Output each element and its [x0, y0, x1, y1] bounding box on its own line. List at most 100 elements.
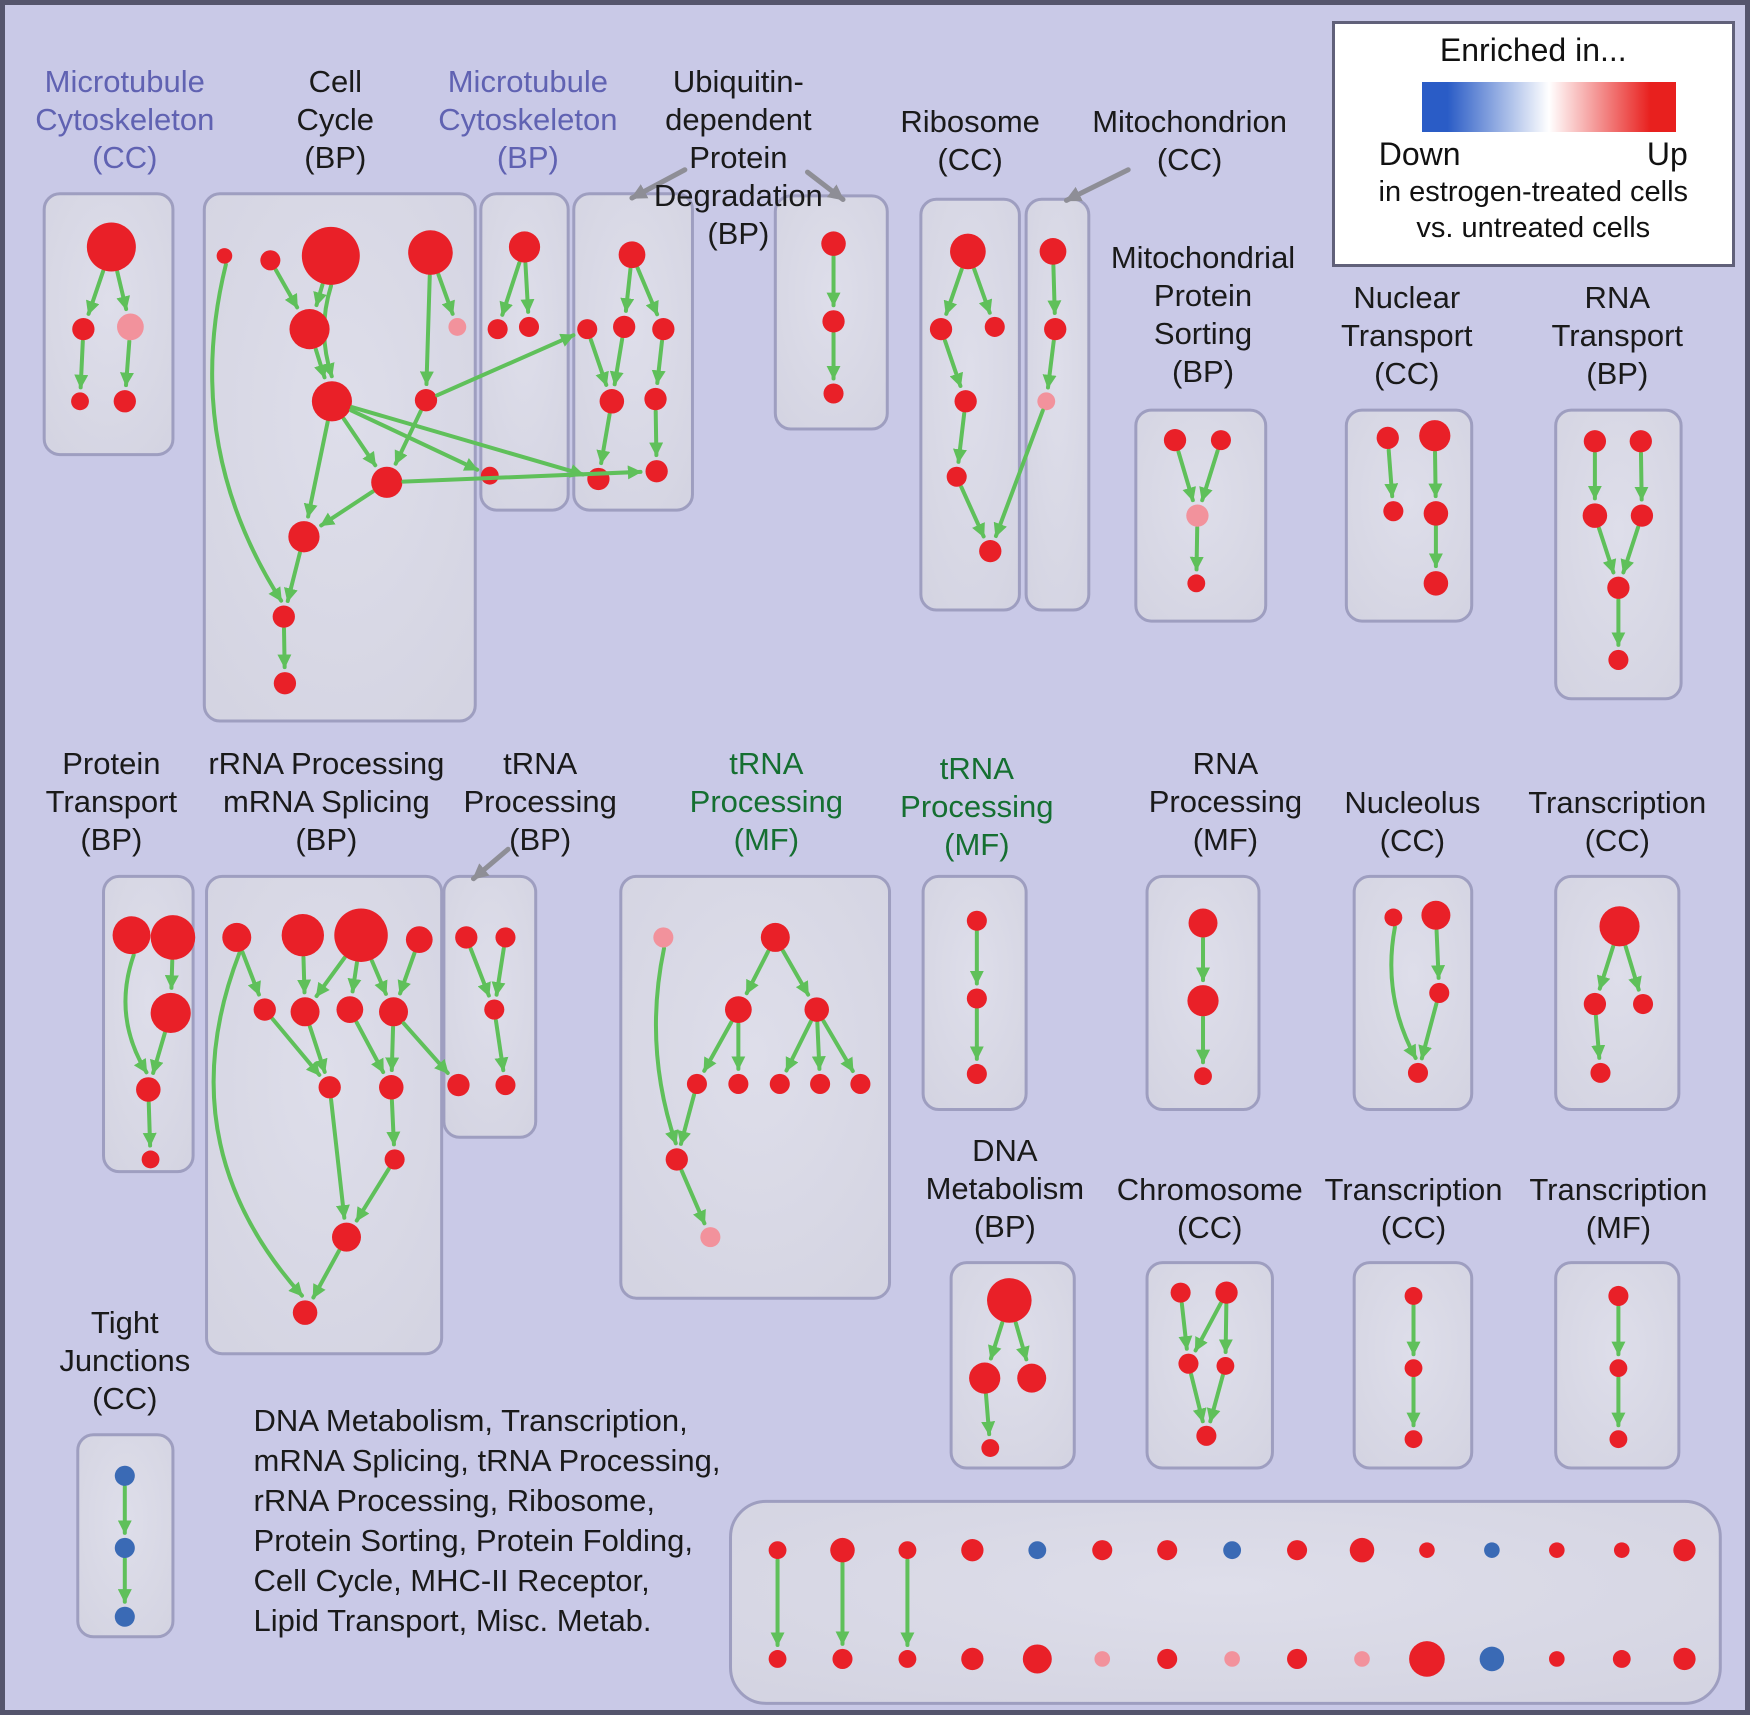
cluster-mitochondrion-cc	[1024, 197, 1091, 612]
go-edge-arrow	[1042, 339, 1057, 390]
cluster-rna-transport-bp	[1554, 408, 1683, 701]
go-edge-arrow	[677, 1092, 697, 1146]
go-term-node	[724, 996, 752, 1023]
go-edge-arrow	[596, 412, 612, 466]
go-term-node	[1163, 428, 1187, 452]
go-edge-arrow	[341, 416, 378, 468]
go-term-node	[1633, 993, 1654, 1015]
go-term-node	[987, 1278, 1032, 1323]
go-edge-arrow	[821, 1019, 855, 1073]
go-edge-arrow	[653, 946, 679, 1146]
go-edge-arrow	[1591, 1014, 1606, 1060]
go-term-node	[700, 1227, 721, 1248]
go-term-node	[114, 1606, 135, 1627]
label-pointer-arrow	[1063, 167, 1131, 203]
cluster-box-dna-metabolism-bp	[949, 1261, 1076, 1470]
go-edge-arrow	[1428, 450, 1443, 499]
go-edge-arrow	[1634, 451, 1649, 502]
go-term-node	[290, 997, 320, 1027]
go-term-node	[222, 922, 252, 952]
cluster-transcription-cc-bottom	[1352, 1261, 1474, 1470]
go-edge-arrow	[386, 1098, 401, 1147]
go-edge-arrow	[649, 409, 664, 458]
go-term-node	[336, 996, 364, 1023]
go-edge-arrow	[240, 949, 261, 997]
go-term-node	[728, 1073, 749, 1094]
go-edge-arrow	[210, 262, 284, 603]
go-edge-arrow	[1389, 925, 1418, 1060]
go-term-node	[72, 317, 95, 341]
go-term-node	[850, 1073, 871, 1094]
cluster-ubiquitin-degradation-bp-main	[572, 192, 694, 512]
go-edge-arrow	[1418, 1001, 1439, 1061]
go-edge-arrow	[354, 1020, 386, 1075]
go-edge-arrow	[142, 1100, 157, 1148]
cluster-rrna-processing-mrna-splicing-bp	[205, 874, 444, 1356]
go-term-node	[292, 1300, 318, 1325]
cross-cluster-edge-arrow	[401, 1021, 450, 1075]
cluster-trna-processing-mf-1	[619, 874, 892, 1300]
cross-cluster-edge-arrow	[993, 408, 1045, 539]
go-edge-arrow	[284, 550, 302, 603]
go-term-node	[1354, 1651, 1370, 1667]
go-edge-arrow	[499, 260, 522, 317]
go-term-node	[1609, 1430, 1628, 1449]
go-term-node	[408, 230, 453, 275]
go-edge-arrow	[1013, 1320, 1030, 1362]
go-term-node	[384, 1149, 405, 1170]
cluster-cell-cycle-bp	[202, 192, 477, 723]
go-term-node	[1409, 1641, 1445, 1677]
go-edge-arrow	[784, 1019, 813, 1073]
go-term-node	[1157, 1648, 1178, 1669]
go-term-node	[981, 1439, 1000, 1457]
go-term-node	[1582, 503, 1608, 528]
go-term-node	[1419, 420, 1451, 452]
go-term-node	[984, 316, 1005, 337]
go-term-node	[769, 1073, 790, 1094]
go-term-node	[150, 992, 191, 1033]
go-term-node	[929, 317, 953, 341]
go-edge-arrow	[307, 1024, 328, 1074]
cluster-dna-metabolism-bp	[949, 1261, 1076, 1470]
go-term-node	[1287, 1648, 1308, 1669]
cluster-box-nuclear-transport-cc	[1344, 408, 1474, 623]
go-term-node	[371, 466, 403, 498]
go-edge-arrow	[953, 411, 967, 464]
cluster-nucleolus-cc	[1352, 874, 1474, 1111]
go-term-node	[455, 926, 478, 949]
go-edge-arrow	[313, 282, 327, 308]
go-edge-arrow	[972, 267, 993, 315]
go-term-node	[1287, 1540, 1308, 1561]
go-term-node	[253, 998, 276, 1021]
go-edge-arrow	[943, 267, 964, 316]
go-edge-arrow	[273, 267, 300, 310]
go-term-node	[652, 317, 675, 341]
go-term-node	[1224, 1651, 1240, 1667]
go-term-node	[1479, 1646, 1505, 1672]
go-edge-arrow	[436, 272, 455, 316]
go-term-node	[1608, 1285, 1629, 1307]
cluster-tight-junctions-cc	[76, 1433, 175, 1639]
go-term-node	[979, 539, 1002, 563]
go-term-node	[1612, 1650, 1631, 1668]
go-term-node	[1170, 1282, 1191, 1303]
go-edge-arrow	[744, 949, 771, 996]
go-term-node	[1215, 1281, 1238, 1304]
label-pointer-arrow	[629, 167, 688, 201]
go-term-node	[117, 313, 144, 341]
go-term-node	[1609, 1359, 1628, 1378]
cluster-box-rrna-processing-mrna-splicing-bp	[205, 874, 444, 1356]
go-term-node	[1419, 1542, 1435, 1558]
go-term-node	[946, 466, 967, 487]
go-edge-arrow	[781, 948, 811, 997]
go-edge-arrow	[314, 955, 347, 999]
go-edge-arrow	[397, 951, 417, 996]
legend-subtitle-line1: in estrogen-treated cells	[1378, 175, 1689, 208]
go-edge-arrow	[1189, 525, 1204, 572]
go-term-node	[1028, 1541, 1047, 1560]
cluster-protein-transport-bp	[102, 874, 196, 1174]
cluster-nuclear-transport-cc	[1344, 408, 1474, 623]
go-term-node	[331, 1222, 361, 1252]
go-term-node	[1022, 1644, 1052, 1674]
go-term-node	[113, 390, 136, 413]
